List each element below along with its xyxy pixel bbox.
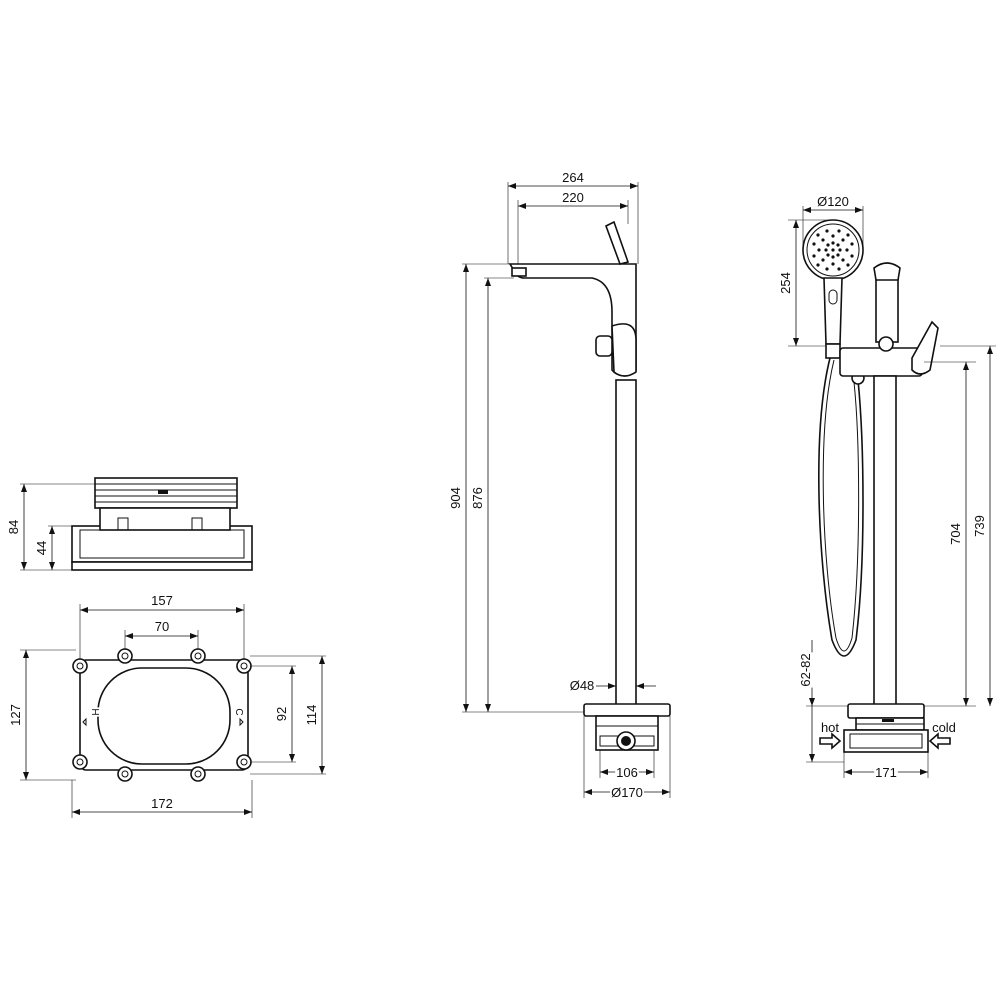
label-background [948,522,963,546]
label-background [274,705,289,723]
dim-spout-height-label: 876 [470,487,485,509]
dim-total-height: 904 [448,263,584,713]
dim-handshower-height-label: 254 [778,272,793,294]
label-background [6,518,21,536]
dim-base-inner-label: 106 [616,765,638,780]
cold-inlet-label: cold [932,720,956,735]
dim-handshower-diameter-label: Ø120 [817,194,849,209]
label-background [615,765,639,780]
dim-box-height-front: 127 [8,649,76,781]
dim-handle-height: 739 [940,345,996,706]
dim-box-hole-spacing-label: 70 [155,619,169,634]
label-background [8,703,23,727]
label-background [568,678,596,693]
label-background [561,190,585,205]
dim-inlet-width-label: 171 [875,765,897,780]
dim-handle-height-label: 739 [972,515,987,537]
dim-box-outer-vertical-label: 114 [304,705,319,726]
dim-box-height: 84 [6,483,100,571]
dim-column-diameter: Ø48 [568,678,656,693]
dim-handshower-diameter: Ø120 [802,194,864,246]
dim-box-height-front-label: 127 [8,704,23,726]
box-side-view [71,477,253,571]
mounting-lug [72,648,252,782]
label-background [798,652,813,688]
label-background [233,707,244,717]
dim-box-inner-vertical-label: 92 [274,707,289,721]
dim-box-inner-vertical: 92 [250,665,296,763]
dim-handshower-height: 254 [778,219,830,347]
hand-shower-head [802,219,864,359]
dim-spout-height: 876 [470,277,514,712]
dim-box-inner-height: 44 [34,525,72,570]
dim-base-inner: 106 [599,750,655,780]
label-background [819,720,841,735]
hot-arrow-icon [819,732,842,750]
dim-floor-range: 62-82 [798,640,848,763]
label-background [610,785,644,800]
label-background [448,486,463,510]
dim-base-diameter-label: Ø170 [611,785,643,800]
dim-floor-range-label: 62-82 [798,653,813,686]
spray-nozzles [812,229,854,271]
mixer-front-view [802,219,939,753]
dim-box-width-bottom-label: 172 [151,796,173,811]
label-background [972,514,987,538]
mixer-side-view [508,220,671,751]
label-background [150,796,174,811]
dim-box-height-label: 84 [6,520,21,534]
dim-spout-reach-inner-label: 220 [562,190,584,205]
dim-box-width-bottom: 172 [71,780,253,818]
cold-arrow-icon [928,732,951,750]
label-background [89,707,100,717]
dim-spout-reach-inner: 220 [517,190,629,264]
dim-box-hole-spacing: 70 [124,619,199,650]
label-background [931,720,957,735]
label-background [561,170,585,185]
dim-base-diameter: Ø170 [583,716,671,800]
hot-inlet: hot [819,720,842,750]
box-front-view: H C [72,648,252,782]
dim-column-diameter-label: Ø48 [570,678,595,693]
label-background [153,619,171,634]
dim-spout-reach-label: 264 [562,170,584,185]
dim-inlet-width: 171 [843,752,929,780]
label-background [816,194,850,209]
label-background [34,539,49,557]
cold-inlet: cold [928,720,957,750]
dim-box-outer-vertical: 114 [250,655,326,775]
dim-spout-reach: 264 [507,170,639,264]
dim-box-inner-height-label: 44 [34,541,49,555]
label-background [150,593,174,608]
hot-inlet-label: hot [821,720,839,735]
label-background [304,703,319,727]
dim-total-height-label: 904 [448,487,463,509]
label-background [778,271,793,295]
dim-holder-height: 704 [924,361,976,707]
label-background [470,486,485,510]
cold-mark-label: C [233,708,244,715]
label-background [874,765,898,780]
dim-box-width-outer-label: 157 [151,593,173,608]
dim-holder-height-label: 704 [948,523,963,545]
dim-box-width-outer: 157 [79,593,245,660]
hot-mark-label: H [89,708,100,715]
